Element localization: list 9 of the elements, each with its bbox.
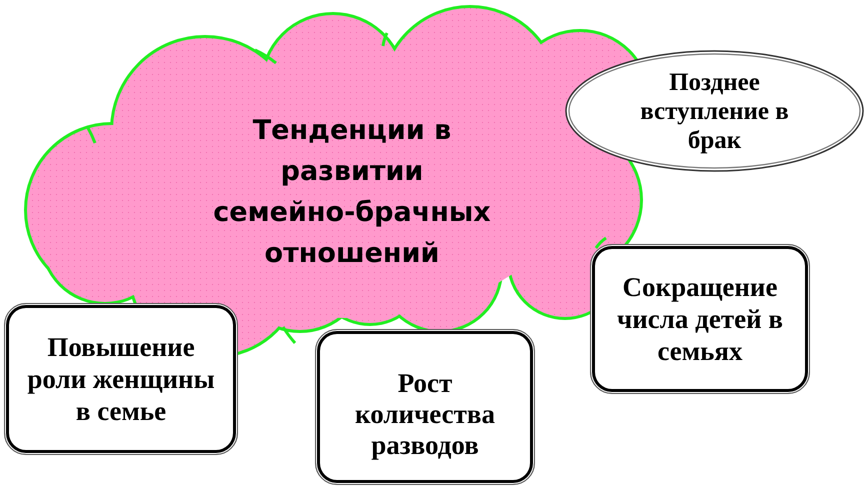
rounded-box [315, 329, 535, 485]
box-text: Сокращение числа детей в семьях [616, 271, 784, 367]
ellipse-shape [565, 50, 864, 172]
box-text: Повышение роли женщины в семье [26, 331, 216, 427]
ellipse-text: Позднее вступление в брак [639, 68, 790, 154]
rounded-box [4, 303, 238, 455]
cloud-text: Тенденции в развитии семейно-брачных отношений [212, 114, 492, 271]
rounded-box [590, 244, 810, 394]
box-text: Рост количества разводов [354, 368, 496, 460]
